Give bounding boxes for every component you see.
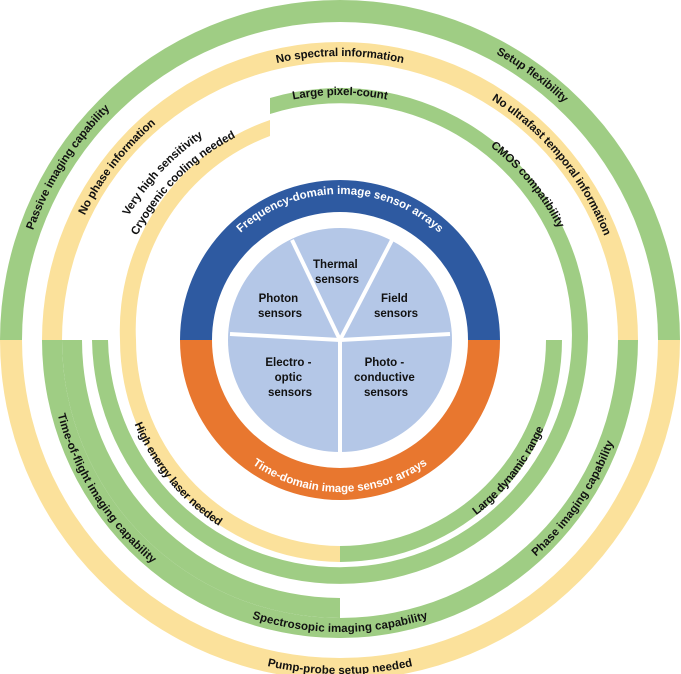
thermal-sensors-label: Thermal sensors [313,259,361,286]
frequency-domain-band [180,180,500,340]
field-sensors-label: Field sensors [374,293,418,320]
photo-conductive-sensors-label: Photo - conductive sensors [354,357,418,399]
photon-line1: Photon [259,293,299,305]
ring3-laser-band [120,340,340,562]
ring3-cryogenic-band [119,120,270,340]
large-pixel-count-label: Large pixel-count [291,86,388,103]
ring2-left-lower-band [62,340,340,618]
ring3-dynamic-band [340,340,562,562]
electro-optic-sensors-label: Electro - optic sensors [265,357,314,399]
electro-line2: optic [275,372,303,384]
electro-line1: Electro - [265,357,311,369]
thermal-line2: sensors [315,274,359,286]
field-line1: Field [381,293,408,305]
photo-line3: sensors [364,387,408,399]
photon-line2: sensors [258,308,302,320]
photon-sensors-label: Photon sensors [258,293,302,320]
pie-dividers [229,239,451,452]
thermal-line1: Thermal [313,259,358,271]
time-domain-band [180,340,500,500]
photo-line1: Photo - [365,357,405,369]
electro-line3: sensors [268,387,312,399]
photo-line2: conductive [354,372,415,384]
field-line2: sensors [374,308,418,320]
